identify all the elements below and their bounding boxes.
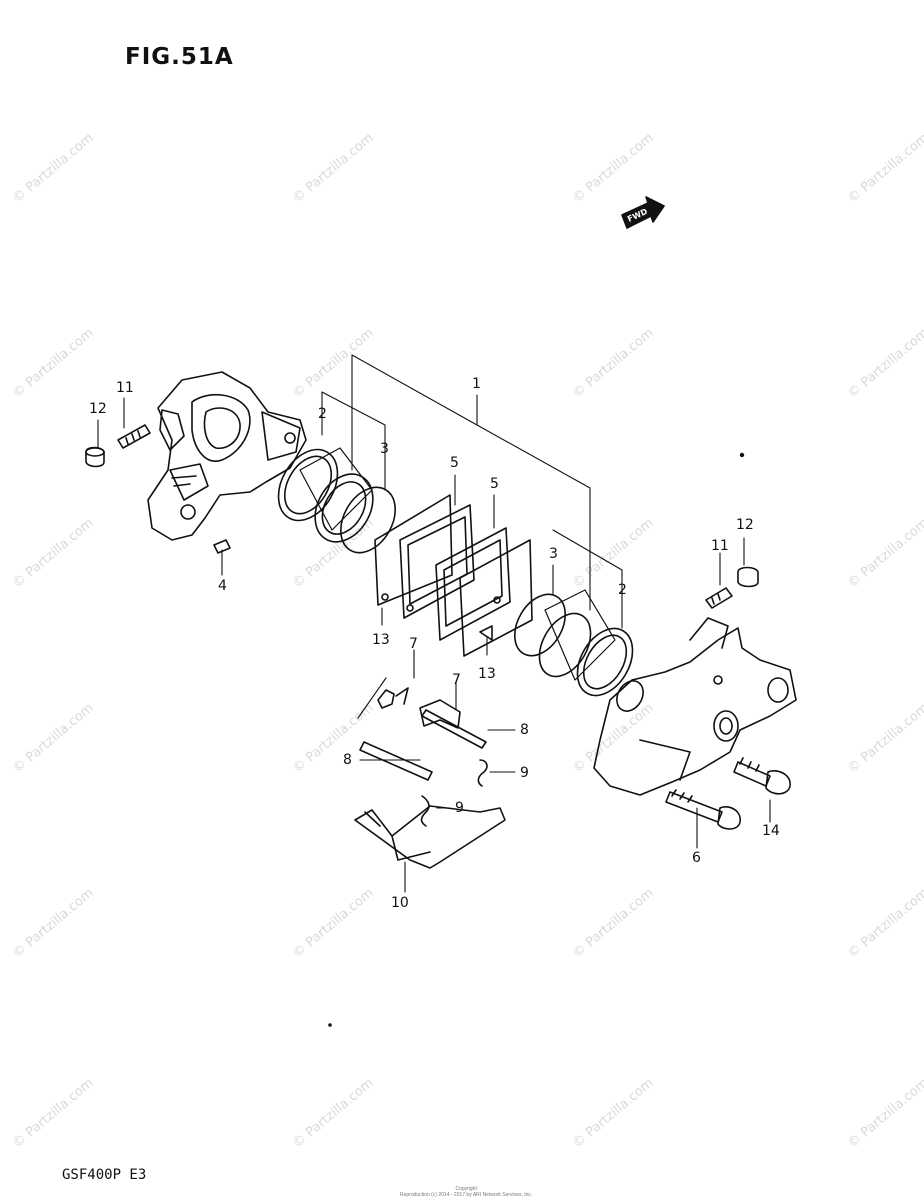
callout-5-right: 5 <box>490 476 499 492</box>
callout-3-left: 3 <box>380 441 389 457</box>
callout-8-upper: 8 <box>520 722 529 738</box>
bleeder-valve-right <box>705 587 733 609</box>
piston-right <box>538 589 616 681</box>
piston-left <box>299 447 374 543</box>
leader-lines <box>97 354 771 893</box>
callout-4: 4 <box>218 578 227 594</box>
callout-7-left: 7 <box>409 636 418 652</box>
piston-seal-left <box>277 448 339 522</box>
dust-seal-right <box>513 593 567 657</box>
copyright-line-1: Copyright <box>455 1186 477 1192</box>
callout-14: 14 <box>762 823 780 839</box>
pad-shim-left <box>374 494 453 606</box>
left-caliper-body <box>147 371 307 541</box>
callout-9-lower: 9 <box>455 800 464 816</box>
callout-9-upper: 9 <box>520 765 529 781</box>
callout-1: 1 <box>472 376 481 392</box>
brake-pad-left-1 <box>399 504 475 619</box>
brake-pad-right-1 <box>435 527 511 641</box>
washer-part-4 <box>213 539 231 554</box>
pin-clip-upper <box>477 759 488 787</box>
caliper-bolt-14 <box>733 757 791 795</box>
callout-12-left: 12 <box>89 401 107 417</box>
pad-pin-upper <box>421 709 487 749</box>
bleeder-cap-right <box>737 566 759 588</box>
model-code: GSF400P E3 <box>62 1167 147 1183</box>
callout-5-left: 5 <box>450 455 459 471</box>
figure-title: FIG.51A <box>125 44 234 70</box>
callout-3-right: 3 <box>549 546 558 562</box>
callout-2-right: 2 <box>618 582 627 598</box>
bleeder-valve-left <box>117 424 151 449</box>
callout-13-left: 13 <box>372 632 390 648</box>
copyright-note: Copyright Reproduction (c) 2014 - 2017 b… <box>400 1186 532 1198</box>
fwd-arrow-icon: FWD <box>621 196 665 229</box>
piston-seal-right <box>576 627 634 697</box>
callout-11-right: 11 <box>711 538 729 554</box>
callout-8-lower: 8 <box>343 752 352 768</box>
pad-cover-10 <box>354 805 506 869</box>
callout-7-right: 7 <box>452 672 461 688</box>
bleeder-cap-left <box>85 446 105 468</box>
caliper-bolt-6 <box>665 789 741 830</box>
pad-spring-left <box>377 687 409 709</box>
pad-shim-right <box>459 539 533 657</box>
right-caliper-body <box>593 617 797 796</box>
callout-2-left: 2 <box>318 406 327 422</box>
callout-11-left: 11 <box>116 380 134 396</box>
pad-pin-lower <box>359 741 433 781</box>
callout-12-right: 12 <box>736 517 754 533</box>
pad-spring-right <box>419 699 461 729</box>
callout-6: 6 <box>692 850 701 866</box>
pin-clip-lower <box>420 795 430 827</box>
callout-13-right: 13 <box>478 666 496 682</box>
callout-10: 10 <box>391 895 409 911</box>
copyright-line-2: Reproduction (c) 2014 - 2017 by ARI Netw… <box>400 1192 533 1198</box>
